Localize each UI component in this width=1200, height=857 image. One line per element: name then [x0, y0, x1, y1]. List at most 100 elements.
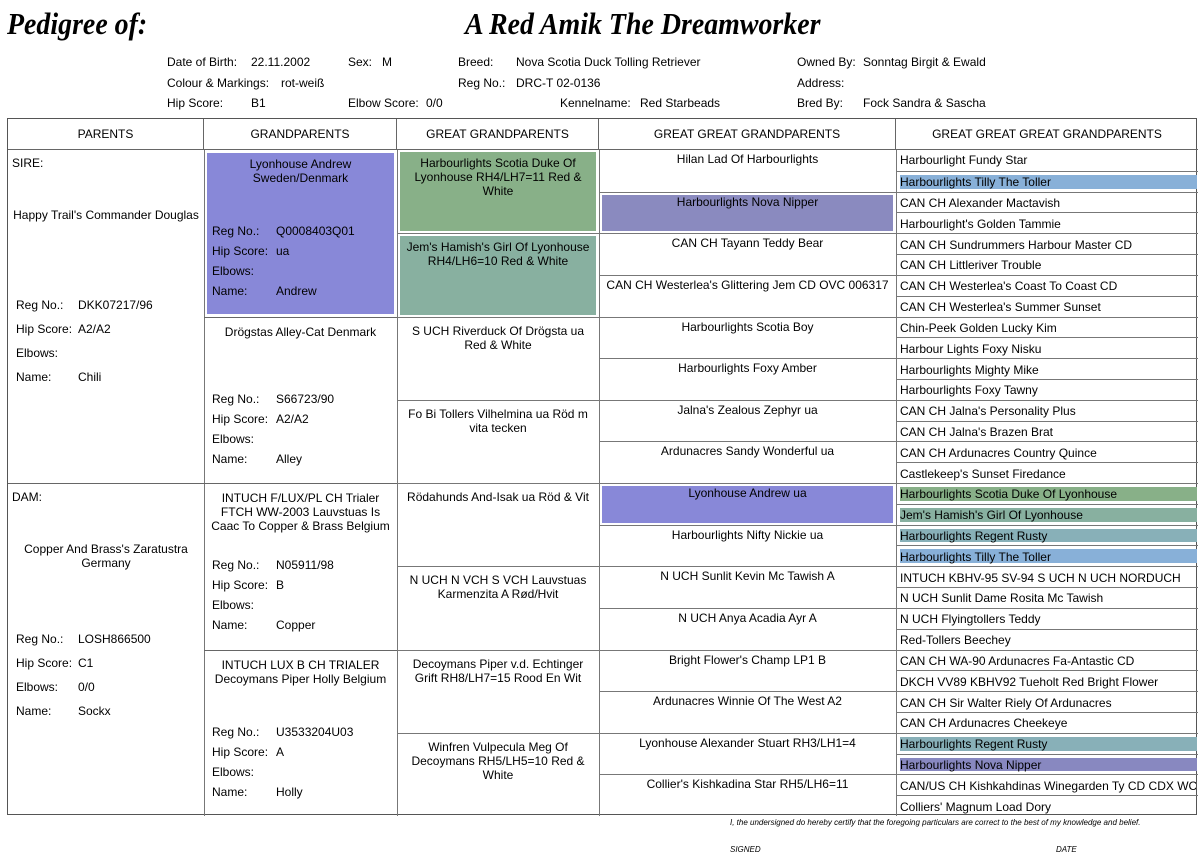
grandparent-cell[interactable]: INTUCH LUX B CH TRIALER Decoymans Piper … — [204, 649, 397, 817]
ggg-grandparent-cell[interactable]: Harbourlights Mighty Mike — [896, 358, 1198, 379]
great-grandparent-cell-name: Winfren Vulpecula Meg Of Decoymans RH5/L… — [411, 739, 585, 782]
name-value: Copper — [276, 618, 316, 632]
ggg-grandparent-cell[interactable]: CAN CH Sir Walter Riely Of Ardunacres — [896, 691, 1198, 712]
ggg-grandparent-cell[interactable]: Harbourlights Nova Nipper — [896, 753, 1198, 775]
ggg-grandparent-cell[interactable]: Chin-Peek Golden Lucky Kim — [896, 316, 1198, 338]
ggg-grandparent-cell[interactable]: Harbourlights Tilly The Toller — [896, 545, 1198, 566]
certification-text: I, the undersigned do hereby certify tha… — [730, 818, 1141, 827]
sex-value: M — [382, 55, 392, 69]
ggg-grandparent-cell[interactable]: CAN/US CH Kishkahdinas Winegarden Ty CD … — [896, 774, 1198, 795]
ggg-grandparent-cell-name: Harbourlights Tilly The Toller — [900, 549, 1051, 564]
ggg-grandparent-cell[interactable]: Harbourlights Regent Rusty — [896, 732, 1198, 754]
ggg-grandparent-cell[interactable]: CAN CH Westerlea's Summer Sunset — [896, 295, 1198, 317]
name-value: Chili — [78, 370, 102, 384]
highlight — [400, 236, 596, 315]
ggg-grandparent-cell[interactable]: CAN CH Westerlea's Coast To Coast CD — [896, 274, 1198, 296]
great-grandparent-cell[interactable]: Rödahunds And-Isak ua Röd & Vit — [397, 483, 599, 566]
ggg-grandparent-cell[interactable]: N UCH Flyingtollers Teddy — [896, 607, 1198, 629]
ggg-grandparent-cell[interactable]: Harbourlights Tilly The Toller — [896, 170, 1198, 192]
ggg-grandparent-cell[interactable]: DKCH VV89 KBHV92 Tueholt Red Bright Flow… — [896, 670, 1198, 691]
hip-value: C1 — [78, 656, 94, 670]
great-grandparent-cell-name: Fo Bi Tollers Vilhelmina ua Röd m vita t… — [408, 406, 588, 435]
gg-grandparent-cell[interactable]: Harbourlights Nifty Nickie ua — [599, 524, 896, 567]
name-value: Sockx — [78, 704, 111, 718]
hip-label: Hip Score: — [212, 244, 269, 258]
ggg-grandparent-cell[interactable]: Harbourlights Foxy Tawny — [896, 378, 1198, 400]
owned-value: Sonntag Birgit & Ewald — [863, 55, 986, 69]
great-grandparent-cell-name: N UCH N VCH S VCH Lauvstuas Karmenzita A… — [409, 573, 587, 602]
ggg-grandparent-cell[interactable]: CAN CH Ardunacres Cheekeye — [896, 711, 1198, 733]
elbow-value: 0/0 — [426, 96, 443, 110]
dam-cell[interactable]: DAM:Copper And Brass's Zaratustra German… — [8, 483, 204, 816]
ggg-grandparent-cell[interactable]: Castlekeep's Sunset Firedance — [896, 462, 1198, 483]
gg-grandparent-cell[interactable]: Ardunacres Winnie Of The West A2 — [599, 691, 896, 733]
ggg-grandparent-cell[interactable]: INTUCH KBHV-95 SV-94 S UCH N UCH NORDUCH — [896, 566, 1198, 587]
gg-grandparent-cell[interactable]: N UCH Anya Acadia Ayr A — [599, 607, 896, 650]
ggg-grandparent-cell[interactable]: Harbourlights Scotia Duke Of Lyonhouse — [896, 483, 1198, 504]
ggg-grandparent-cell-name: Harbourlights Foxy Tawny — [900, 383, 1038, 398]
gg-grandparent-cell[interactable]: Bright Flower's Champ LP1 B — [599, 649, 896, 692]
gg-grandparent-cell[interactable]: Lyonhouse Alexander Stuart RH3/LH1=4 — [599, 732, 896, 775]
ggg-grandparent-cell[interactable]: CAN CH Sundrummers Harbour Master CD — [896, 233, 1198, 254]
ggg-grandparent-cell[interactable]: Red-Tollers Beechey — [896, 628, 1198, 650]
gg-grandparent-cell[interactable]: Ardunacres Sandy Wonderful ua — [599, 441, 896, 483]
ggg-grandparent-cell[interactable]: CAN CH WA-90 Ardunacres Fa-Antastic CD — [896, 649, 1198, 671]
highlight — [602, 194, 893, 232]
ggg-grandparent-cell[interactable]: Harbour Lights Foxy Nisku — [896, 337, 1198, 358]
elbows-value: 0/0 — [78, 680, 95, 694]
grandparent-name: Drögstas Alley-Cat Denmark — [224, 324, 377, 339]
ggg-grandparent-cell[interactable]: N UCH Sunlit Dame Rosita Mc Tawish — [896, 587, 1198, 608]
gg-grandparent-cell-name: Harbourlights Nova Nipper — [676, 194, 819, 209]
gg-grandparent-cell[interactable]: Jalna's Zealous Zephyr ua — [599, 399, 896, 442]
ggg-grandparent-cell[interactable]: Harbourlight Fundy Star — [896, 150, 1198, 171]
great-grandparent-cell[interactable]: Jem's Hamish's Girl Of Lyonhouse RH4/LH6… — [397, 233, 599, 316]
gg-grandparent-cell[interactable]: Hilan Lad Of Harbourlights — [599, 150, 896, 192]
ggg-grandparent-cell-name: Harbourlights Regent Rusty — [900, 737, 1048, 752]
gg-grandparent-cell[interactable]: Harbourlights Foxy Amber — [599, 358, 896, 400]
ggg-grandparent-cell[interactable]: Colliers' Magnum Load Dory — [896, 795, 1198, 816]
grandparent-cell[interactable]: INTUCH F/LUX/PL CH Trialer FTCH WW-2003 … — [204, 483, 397, 650]
gg-grandparent-cell[interactable]: CAN CH Tayann Teddy Bear — [599, 233, 896, 275]
ggg-grandparent-cell-name: Harbourlights Nova Nipper — [900, 757, 1042, 772]
reg-label: Reg No.: — [212, 558, 260, 572]
great-grandparent-cell-name: Harbourlights Scotia Duke Of Lyonhouse R… — [414, 156, 582, 198]
ggg-grandparent-cell[interactable]: CAN CH Jalna's Personality Plus — [896, 399, 1198, 421]
ggg-grandparent-cell[interactable]: CAN CH Jalna's Brazen Brat — [896, 420, 1198, 442]
gg-grandparent-cell[interactable]: CAN CH Westerlea's Glittering Jem CD OVC… — [599, 274, 896, 317]
hip-value: A2/A2 — [78, 322, 111, 336]
ggg-grandparent-cell[interactable]: CAN CH Alexander Mactavish — [896, 191, 1198, 213]
gg-grandparent-cell-name: Lyonhouse Andrew ua — [688, 486, 807, 500]
great-grandparent-cell[interactable]: S UCH Riverduck Of Drögsta ua Red & Whit… — [397, 316, 599, 400]
owned-label: Owned By: — [797, 55, 856, 69]
great-grandparent-cell[interactable]: Winfren Vulpecula Meg Of Decoymans RH5/L… — [397, 732, 599, 816]
gg-grandparent-cell[interactable]: Harbourlights Scotia Boy — [599, 316, 896, 359]
gg-grandparent-cell[interactable]: Harbourlights Nova Nipper — [599, 191, 896, 234]
hip-value: A2/A2 — [276, 411, 309, 426]
ggg-grandparent-cell[interactable]: Jem's Hamish's Girl Of Lyonhouse — [896, 503, 1198, 525]
ggg-grandparent-cell-name: CAN CH Sundrummers Harbour Master CD — [900, 237, 1133, 252]
great-grandparent-cell[interactable]: Decoymans Piper v.d. Echtinger Grift RH8… — [397, 649, 599, 733]
great-grandparent-cell[interactable]: Harbourlights Scotia Duke Of Lyonhouse R… — [397, 150, 599, 233]
name-value: Holly — [276, 784, 303, 799]
reg-value: LOSH866500 — [78, 632, 151, 646]
gg-grandparent-cell[interactable]: N UCH Sunlit Kevin Mc Tawish A — [599, 566, 896, 608]
reg-label: Reg No.: — [16, 298, 64, 312]
gg-grandparent-cell[interactable]: Lyonhouse Andrew ua — [599, 483, 896, 525]
great-grandparent-cell[interactable]: Fo Bi Tollers Vilhelmina ua Röd m vita t… — [397, 399, 599, 483]
ggg-grandparent-cell-name: CAN CH Sir Walter Riely Of Ardunacres — [900, 695, 1112, 710]
ggg-grandparent-cell[interactable]: Harbourlight's Golden Tammie — [896, 212, 1198, 233]
great-grandparent-cell-name: Rödahunds And-Isak ua Röd & Vit — [407, 490, 589, 504]
ggg-grandparent-cell-name: CAN CH Jalna's Personality Plus — [900, 404, 1076, 419]
gg-grandparent-cell[interactable]: Collier's Kishkadina Star RH5/LH6=11 — [599, 774, 896, 816]
ggg-grandparent-cell[interactable]: CAN CH Ardunacres Country Quince — [896, 441, 1198, 462]
gg-grandparent-cell-name: Ardunacres Winnie Of The West A2 — [653, 694, 842, 709]
date-label: DATE — [1056, 845, 1077, 854]
ggg-grandparent-cell[interactable]: Harbourlights Regent Rusty — [896, 524, 1198, 546]
great-grandparent-cell[interactable]: N UCH N VCH S VCH Lauvstuas Karmenzita A… — [397, 566, 599, 649]
ggg-grandparent-cell[interactable]: CAN CH Littleriver Trouble — [896, 254, 1198, 275]
ggg-grandparent-cell-name: Harbourlights Tilly The Toller — [900, 175, 1051, 190]
